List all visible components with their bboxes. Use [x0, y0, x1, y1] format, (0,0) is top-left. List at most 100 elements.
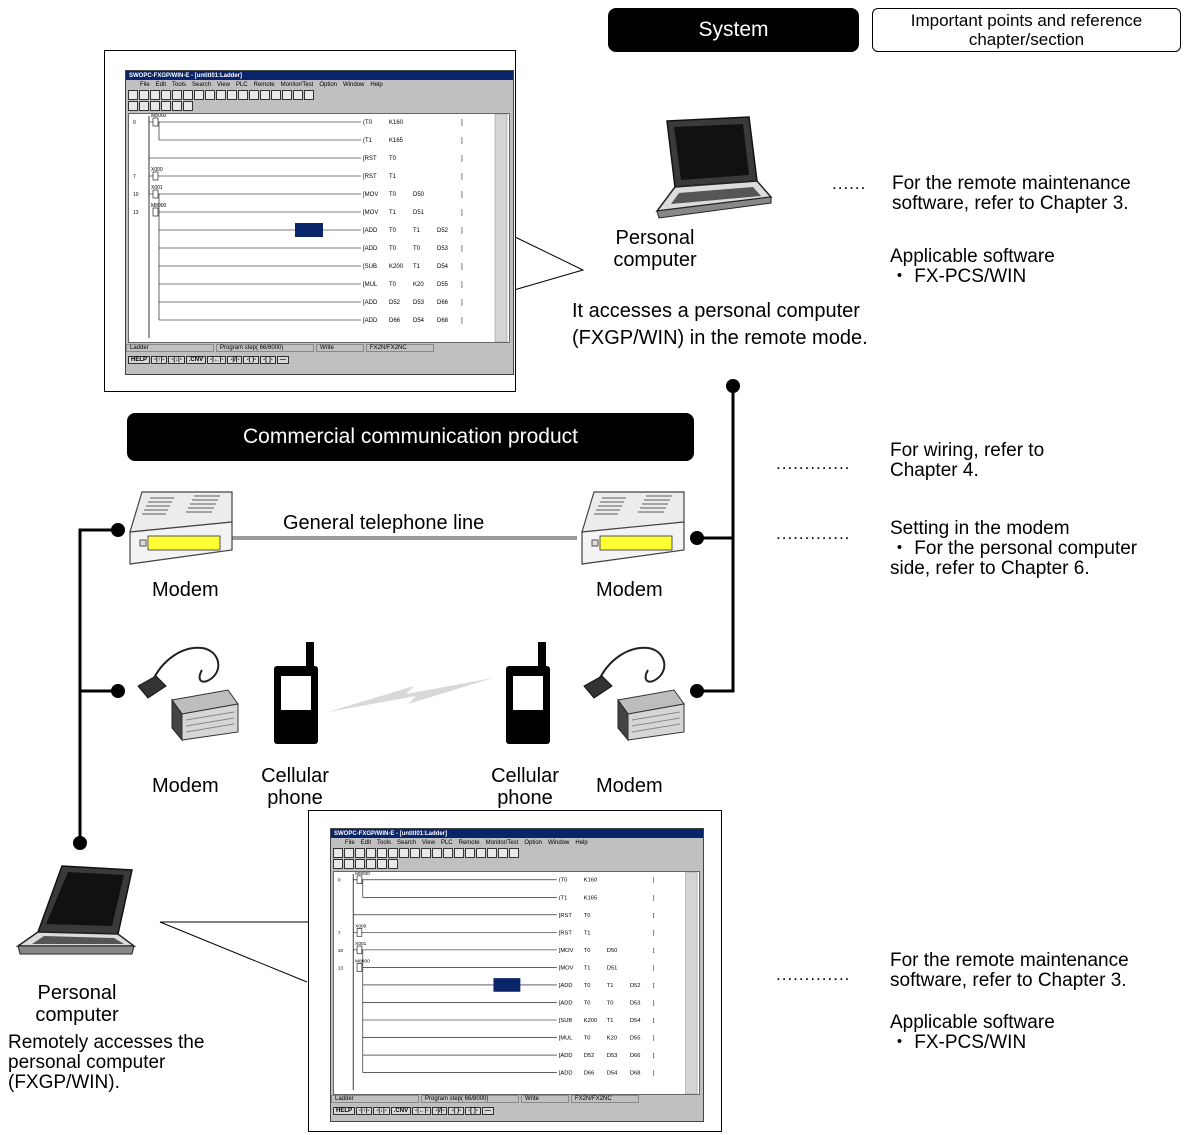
instruction-op: [MOV	[363, 192, 378, 198]
rung-end: ]	[653, 1000, 655, 1006]
rung-end: ]	[653, 913, 655, 919]
function-keys: HELP -|↑|- -|↓|- .CNV -|←|- -|/|- -( )- …	[333, 1107, 495, 1115]
instruction-operand: D66	[630, 1053, 641, 1059]
pc-bottom-label: Personal computer	[35, 982, 119, 1026]
rung-end: ]	[653, 878, 655, 884]
instruction-operand: T1	[389, 210, 397, 216]
leader-dots: .............	[776, 965, 851, 984]
contact-label: X001	[151, 185, 163, 191]
instruction-operand: T0	[584, 983, 591, 989]
instruction-operand: D53	[413, 300, 425, 306]
contact-symbol	[356, 928, 363, 937]
rung-end: ]	[461, 246, 463, 252]
rung-end: ]	[653, 930, 655, 936]
instruction-operand: K20	[607, 1035, 617, 1041]
instruction-operand: K20	[413, 282, 424, 288]
top-software-window: SWOPC-FXGP/WIN-E - [untitl01:Ladder] Fil…	[125, 70, 514, 375]
laptop-icon	[15, 865, 137, 955]
instruction-operand: T0	[389, 192, 397, 198]
toolbar-secondary	[331, 858, 703, 869]
contact-label: M8000	[355, 959, 370, 965]
contact-symbol	[152, 207, 159, 217]
step-number: 0	[338, 878, 341, 884]
instruction-op: [MUL	[559, 1035, 574, 1041]
rung-end: ]	[653, 965, 655, 971]
rung-end: ]	[653, 948, 655, 954]
pc-top-caption: It accesses a personal computer (FXGP/WI…	[572, 300, 868, 349]
rung-end: ]	[461, 228, 463, 234]
step-number: 0	[133, 120, 136, 126]
rung-end: ]	[461, 192, 463, 198]
note-applicable-item: ・ FX-PCS/WIN	[890, 266, 1027, 287]
instruction-operand: T0	[389, 282, 397, 288]
instruction-operand: K160	[389, 120, 404, 126]
contact-label: X001	[355, 941, 367, 947]
contact-label: M8000	[151, 203, 167, 209]
rung-end: ]	[653, 983, 655, 989]
cellular-phone-label: Cellular phone	[491, 765, 559, 809]
instruction-op: [ADD	[363, 300, 378, 306]
instruction-operand: T0	[389, 156, 397, 162]
instruction-operand: D66	[437, 300, 449, 306]
instruction-operand: D68	[437, 318, 449, 324]
rung-end: ]	[461, 264, 463, 270]
step-number: 13	[338, 965, 344, 971]
instruction-op: [MOV	[363, 210, 378, 216]
instruction-op: [RST	[559, 913, 573, 919]
instruction-op: (T1	[363, 138, 373, 144]
cursor-highlight	[493, 978, 521, 992]
rung-end: ]	[653, 1018, 655, 1024]
instruction-operand: D50	[413, 192, 425, 198]
instruction-op: [ADD	[559, 983, 573, 989]
instruction-op: (T0	[363, 120, 373, 126]
desktop-modem-icon	[581, 491, 685, 565]
instruction-op: [RST	[363, 156, 377, 162]
toolbar-secondary	[126, 100, 513, 111]
instruction-operand: D66	[584, 1070, 595, 1076]
window-title: SWOPC-FXGP/WIN-E - [untitl01:Ladder]	[126, 71, 513, 80]
instruction-op: [MUL	[363, 282, 378, 288]
rung-end: ]	[461, 300, 463, 306]
note-modem-setting-item: ・ For the personal computer side, refer …	[890, 538, 1138, 579]
instruction-operand: D50	[607, 948, 618, 954]
rung-end: ]	[653, 1035, 655, 1041]
rung-end: ]	[461, 120, 463, 126]
step-number: 13	[133, 210, 139, 216]
cellular-modem-icon	[137, 646, 239, 742]
telephone-line-label: General telephone line	[283, 512, 485, 534]
instruction-operand: D52	[389, 300, 401, 306]
instruction-op: [SUB	[559, 1018, 573, 1024]
instruction-operand: D66	[389, 318, 401, 324]
pc-bottom-caption: Remotely accesses the personal computer …	[8, 1032, 205, 1093]
menu-bar: File Edit Tools Search View PLC Remote M…	[345, 839, 588, 846]
scrollbar	[494, 114, 508, 342]
instruction-operand: T1	[584, 965, 591, 971]
rung-end: ]	[461, 318, 463, 324]
modem-label: Modem	[152, 579, 219, 601]
instruction-operand: K165	[389, 138, 404, 144]
instruction-operand: T1	[584, 930, 591, 936]
instruction-operand: D53	[607, 1053, 618, 1059]
instruction-operand: D54	[630, 1018, 641, 1024]
contact-symbol	[152, 117, 159, 127]
instruction-operand: D54	[413, 318, 425, 324]
instruction-operand: D68	[630, 1070, 641, 1076]
instruction-operand: D55	[630, 1035, 641, 1041]
instruction-operand: T1	[607, 1018, 614, 1024]
instruction-operand: D52	[630, 983, 641, 989]
instruction-operand: T0	[607, 1000, 614, 1006]
instruction-op: [ADD	[559, 1053, 573, 1059]
instruction-op: [ADD	[363, 228, 378, 234]
contact-symbol	[356, 963, 363, 972]
step-number: 7	[133, 174, 136, 180]
step-number: 10	[338, 948, 344, 954]
instruction-op: [SUB	[363, 264, 377, 270]
instruction-operand: D52	[584, 1053, 595, 1059]
instruction-op: [ADD	[363, 246, 378, 252]
instruction-operand: T0	[584, 913, 591, 919]
note-applicable-software: Applicable software	[890, 246, 1055, 267]
contact-label: X000	[151, 167, 163, 173]
